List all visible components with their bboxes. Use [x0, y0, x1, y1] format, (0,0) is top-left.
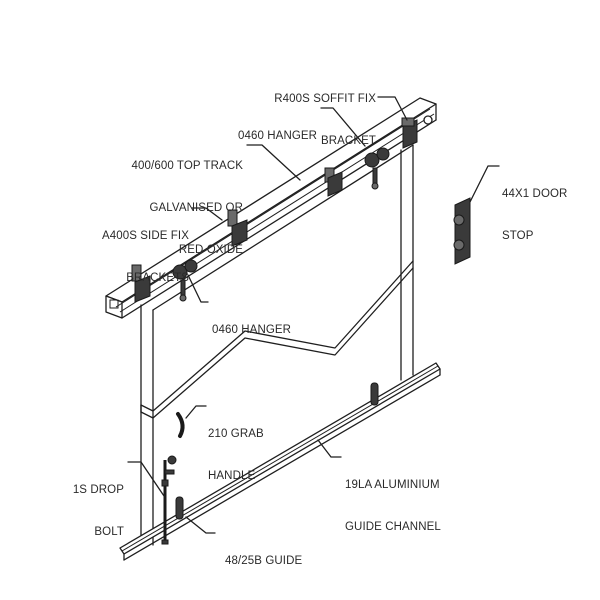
- door-panel: [140, 144, 414, 546]
- soffit-fix-bracket: [401, 115, 433, 149]
- guide-channel: [119, 362, 441, 561]
- label-line: HANDLE: [208, 470, 256, 482]
- label-soffit-fix-bracket: R400S SOFFIT FIX BRACKET: [250, 64, 376, 162]
- top-track: [105, 97, 437, 319]
- label-line: 44X1 DOOR: [502, 188, 568, 200]
- label-guide-channel: 19LA ALUMINIUM GUIDE CHANNEL: [345, 450, 441, 548]
- label-top-track: 400/600 TOP TRACK GALVANISED OR RED OXID…: [110, 131, 243, 271]
- label-line: BRACKET: [320, 135, 376, 147]
- label-line: 0460 HANGER: [212, 324, 292, 336]
- label-door-stop: 44X1 DOOR STOP: [502, 159, 567, 257]
- label-line: GUIDE CHANNEL: [345, 521, 441, 533]
- label-guide: 48/25B GUIDE: [225, 526, 302, 582]
- label-line: R400S SOFFIT FIX: [274, 93, 376, 105]
- side-fix-bracket: [131, 264, 151, 303]
- label-line: A400S SIDE FIX: [101, 230, 189, 242]
- hanger-right: [364, 147, 390, 190]
- label-line: STOP: [502, 230, 534, 242]
- label-line: RED OXIDE: [178, 244, 243, 256]
- label-line: 400/600 TOP TRACK: [131, 160, 243, 172]
- label-grab-handle: 210 GRAB HANDLE: [208, 399, 264, 497]
- label-drop-bolt: 1S DROP BOLT: [60, 455, 124, 553]
- label-hanger-top: 0460 HANGER: [238, 101, 317, 157]
- label-line: 0460 HANGER: [238, 130, 318, 142]
- label-line: GALVANISED OR: [149, 202, 243, 214]
- drop-bolt: [161, 455, 177, 545]
- label-line: 19LA ALUMINIUM: [345, 479, 440, 491]
- label-hanger-bottom: 0460 HANGER: [212, 295, 291, 351]
- guide-right: [370, 382, 379, 406]
- label-line: BRACKETS: [126, 272, 189, 284]
- side-fix-bracket: [227, 209, 248, 247]
- door-stop: [453, 197, 471, 265]
- guide-left: [175, 496, 184, 520]
- label-side-fix-brackets: A400S SIDE FIX BRACKETS: [84, 201, 189, 299]
- label-line: 48/25B GUIDE: [225, 555, 303, 567]
- grab-handle: [176, 412, 185, 438]
- label-line: 210 GRAB: [208, 428, 264, 440]
- leader-lines: [127, 96, 500, 534]
- side-fix-bracket: [324, 167, 343, 197]
- label-line: BOLT: [94, 526, 124, 538]
- hanger-left: [172, 259, 198, 302]
- label-line: 1S DROP: [72, 484, 124, 496]
